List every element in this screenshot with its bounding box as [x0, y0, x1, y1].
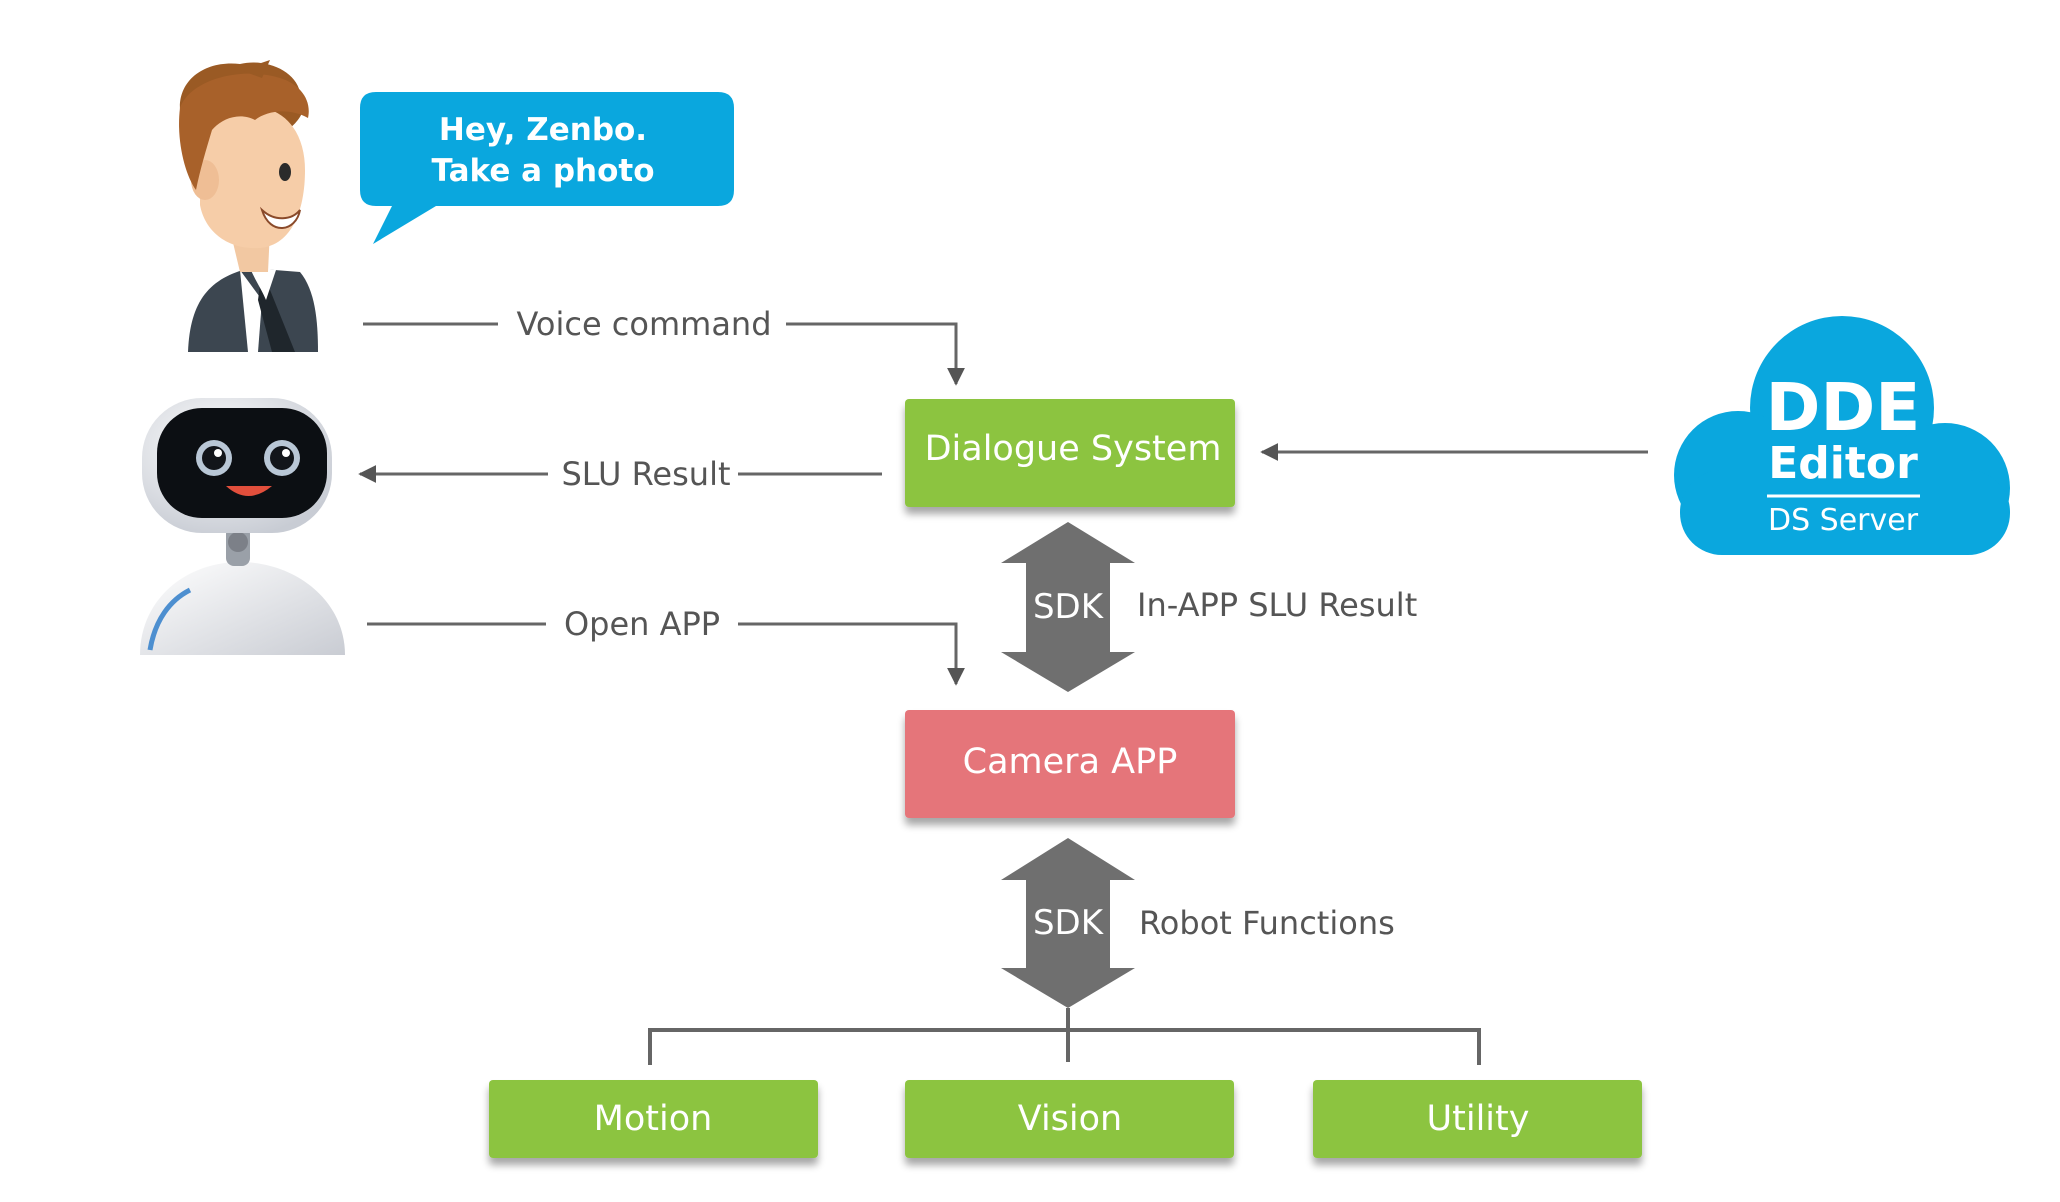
cloud-icon: DDE Editor DS Server	[1674, 316, 2010, 555]
ds-server-label: DS Server	[1768, 503, 1919, 538]
dialogue-system-label: Dialogue System	[925, 429, 1222, 469]
dde-title-line-2: Editor	[1768, 438, 1918, 489]
voice-command-connector: Voice command	[363, 305, 965, 386]
open-app-label: Open APP	[564, 605, 720, 643]
utility-box: Utility	[1313, 1080, 1642, 1158]
sdk-label-1: SDK	[1033, 587, 1105, 627]
bubble-line-1: Hey, Zenbo.	[439, 112, 647, 148]
vision-box: Vision	[905, 1080, 1234, 1158]
in-app-slu-result-label: In-APP SLU Result	[1137, 586, 1417, 624]
camera-app-label: Camera APP	[963, 742, 1178, 782]
utility-label: Utility	[1427, 1099, 1530, 1139]
voice-command-label: Voice command	[516, 305, 771, 343]
robot-functions-label: Robot Functions	[1139, 904, 1395, 942]
sdk-double-arrow-2: SDK Robot Functions	[1001, 838, 1395, 1008]
speech-bubble: Hey, Zenbo. Take a photo	[360, 92, 734, 244]
dde-title-line-1: DDE	[1766, 369, 1921, 446]
vision-label: Vision	[1018, 1099, 1122, 1139]
slu-result-label: SLU Result	[561, 455, 730, 493]
function-branch-connector	[648, 1008, 1481, 1065]
sdk-double-arrow-1: SDK In-APP SLU Result	[1001, 522, 1417, 692]
slu-result-connector: SLU Result	[358, 455, 882, 493]
bubble-line-2: Take a photo	[431, 153, 654, 189]
open-app-connector: Open APP	[367, 605, 965, 686]
dialogue-system-box: Dialogue System	[905, 399, 1235, 507]
sdk-label-2: SDK	[1033, 903, 1105, 943]
robot-icon	[140, 398, 345, 655]
motion-box: Motion	[489, 1080, 818, 1158]
motion-label: Motion	[594, 1099, 713, 1139]
camera-app-box: Camera APP	[905, 710, 1235, 818]
user-avatar-icon	[179, 60, 318, 352]
